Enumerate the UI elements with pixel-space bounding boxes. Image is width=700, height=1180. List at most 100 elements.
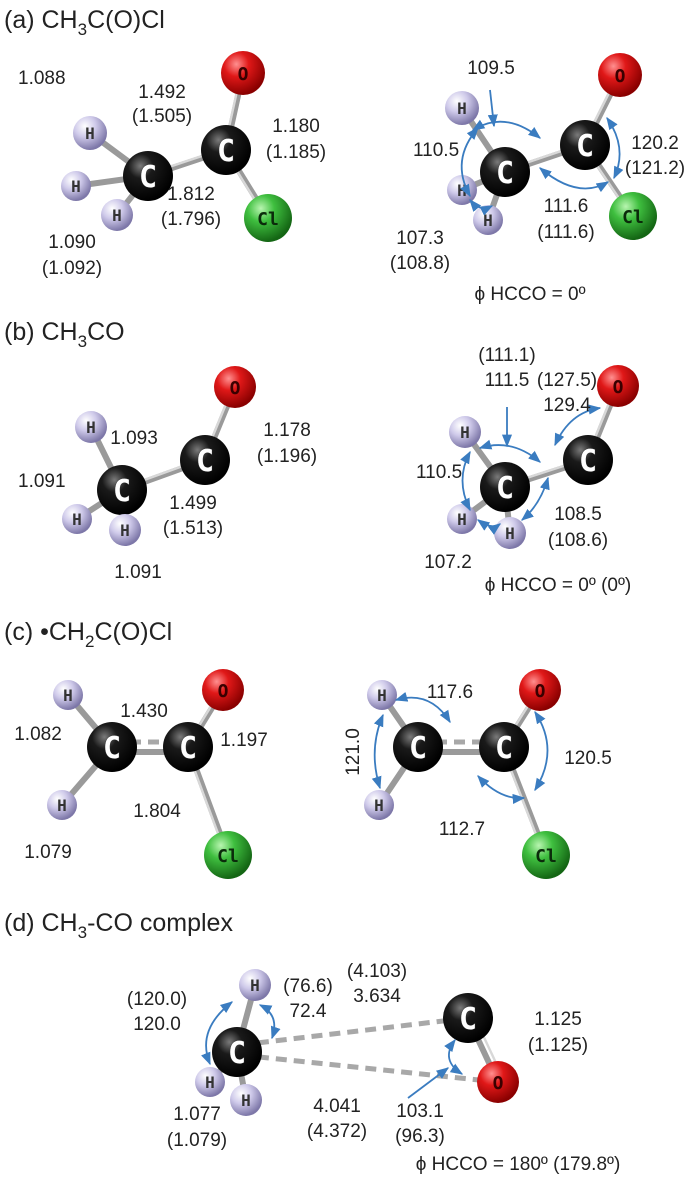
bond-angle-label: 120.0 (133, 1014, 181, 1035)
oxygen-atom (598, 53, 642, 97)
svg-text:C: C (496, 156, 514, 191)
bond-length-label: 1.178 (263, 420, 311, 441)
bond-length-label: 1.091 (114, 562, 162, 583)
distance-label: 3.634 (353, 986, 401, 1007)
svg-text:H: H (63, 686, 73, 705)
bond-length-label: 1.430 (120, 701, 168, 722)
bond-length-label: 1.077 (173, 1104, 221, 1125)
svg-text:C: C (103, 731, 121, 766)
bond-length-label: 1.079 (24, 842, 72, 863)
dihedral-label: ϕ HCCO = 180º (179.8º) (416, 1154, 621, 1175)
svg-text:H: H (457, 99, 467, 118)
bond-length-label: 1.125 (534, 1009, 582, 1030)
bond-angle-label: (76.6) (283, 976, 333, 997)
angle-arrows (201, 1001, 464, 1099)
carbon-atom (479, 722, 529, 772)
carbon-atom (180, 435, 230, 485)
bond-angle-label: 120.5 (564, 748, 612, 769)
chlorine-atom (609, 192, 657, 240)
bond-angle-label: (96.3) (395, 1126, 445, 1147)
svg-text:H: H (112, 206, 122, 225)
panel-a-left-molecule: H H C H O C Cl (61, 51, 292, 242)
svg-text:C: C (459, 1002, 477, 1037)
hydrogen-atom (101, 199, 133, 231)
bond-angle-label: 107.2 (424, 552, 472, 573)
svg-text:H: H (505, 524, 515, 543)
bond-length-label: 1.180 (272, 116, 320, 137)
hydrogen-atom (445, 91, 479, 125)
hydrogen-atom (195, 1067, 225, 1097)
svg-text:C: C (228, 1036, 246, 1071)
bond-angle-label: 129.4 (543, 395, 591, 416)
svg-text:O: O (613, 377, 624, 398)
svg-text:H: H (205, 1073, 215, 1092)
carbon-atom (443, 993, 493, 1043)
bond-angle-label: 112.7 (439, 819, 485, 840)
svg-text:H: H (57, 796, 67, 815)
bond-length-label: (1.513) (163, 518, 223, 539)
svg-text:H: H (374, 796, 384, 815)
bond-angle-label: 109.5 (467, 58, 515, 79)
dihedral-label: ϕ HCCO = 0º (474, 284, 585, 305)
bond-angle-label: (121.2) (625, 158, 685, 179)
oxygen-atom (214, 366, 256, 408)
svg-text:H: H (241, 1091, 251, 1110)
svg-text:H: H (120, 521, 130, 540)
carbon-atom (563, 435, 613, 485)
bond-length-label: 1.091 (18, 471, 66, 492)
svg-text:C: C (113, 474, 131, 509)
svg-text:H: H (377, 686, 387, 705)
bond-angle-label: (108.8) (390, 253, 450, 274)
bond-angle-label: 117.6 (427, 682, 473, 703)
angle-arrows (371, 691, 549, 804)
svg-text:H: H (250, 976, 260, 995)
svg-text:O: O (535, 681, 546, 702)
carbon-atom (480, 462, 530, 512)
hydrogen-atom (73, 116, 107, 150)
oxygen-atom (202, 669, 244, 711)
oxygen-atom (221, 51, 265, 95)
svg-text:O: O (493, 1073, 504, 1094)
hydrogen-atom (75, 411, 107, 443)
svg-text:C: C (217, 134, 235, 169)
dihedral-label: ϕ HCCO = 0º (0º) (485, 575, 631, 596)
svg-text:C: C (139, 160, 157, 195)
bond-length-label: 1.804 (133, 801, 181, 822)
carbon-atom (393, 722, 443, 772)
bond-angle-label: 72.4 (290, 1001, 327, 1022)
panel-c-left-molecule: H H C O C Cl (47, 669, 252, 879)
svg-text:O: O (218, 681, 229, 702)
bond-angle-label: (120.0) (127, 989, 187, 1010)
carbon-atom (560, 120, 610, 170)
bond-angle-label: 103.1 (396, 1101, 444, 1122)
svg-text:C: C (496, 471, 514, 506)
distance-label: 4.041 (313, 1096, 361, 1117)
bond-angle-label: 111.5 (485, 370, 530, 391)
panel-b-right-molecule: H H C H O C (447, 365, 639, 549)
bond-length-label: 1.812 (167, 184, 215, 205)
panel-c-title: (c) •CH2C(O)Cl (4, 618, 172, 651)
bond-length-label: (1.185) (266, 142, 326, 163)
bond-angle-label: 120.2 (631, 133, 679, 154)
bond-length-label: 1.093 (110, 428, 158, 449)
svg-text:H: H (85, 124, 95, 143)
panel-b-left-molecule: H H C H O C (62, 366, 256, 546)
hydrogen-atom (61, 171, 91, 201)
hydrogen-atom (367, 680, 397, 710)
hydrogen-atom (447, 504, 477, 534)
oxygen-atom (597, 365, 639, 407)
oxygen-atom (477, 1061, 519, 1103)
panel-a: (a) CH3C(O)Cl H H C H O C Cl 1.088 1.492… (4, 6, 685, 305)
svg-text:C: C (576, 129, 594, 164)
carbon-atom (480, 147, 530, 197)
panel-d: (d) CH3-CO complex H H C H C O (4, 909, 620, 1175)
svg-text:H: H (460, 423, 470, 442)
oxygen-atom (519, 669, 561, 711)
hydrogen-atom (364, 790, 394, 820)
carbon-atom (123, 151, 173, 201)
bond-angle-label: 110.5 (416, 462, 462, 483)
bond-angle-label: (127.5) (537, 370, 597, 391)
bond-length-label: 1.499 (169, 493, 217, 514)
bond-length-label: 1.082 (14, 724, 62, 745)
distance-label: (4.103) (347, 961, 407, 982)
